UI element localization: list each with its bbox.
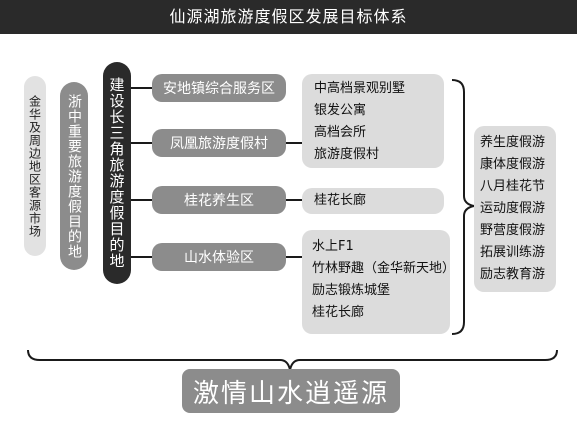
zone-box-2: 凤凰旅游度假村 bbox=[152, 129, 286, 157]
detail-item: 励志锻炼城堡 bbox=[312, 283, 391, 298]
market-pill: 金华及周边地区客源市场 bbox=[24, 76, 46, 256]
zone-label-1: 安地镇综合服务区 bbox=[163, 81, 275, 97]
right-brace bbox=[451, 79, 475, 335]
detail-item: 竹林野趣（金华新天地） bbox=[312, 261, 456, 276]
products-box: 养生度假游 康体度假游 八月桂花节 运动度假游 野营度假游 拓展训练游 励志教育… bbox=[474, 126, 556, 292]
detail-item: 旅游度假村 bbox=[314, 147, 380, 162]
product-item: 野营度假游 bbox=[480, 223, 546, 238]
detail-item: 桂花长廊 bbox=[312, 305, 365, 320]
yangtze-destination-label: 建设长三角旅游度假目的地 bbox=[107, 77, 126, 269]
diagram-title: 仙源湖旅游度假区发展目标体系 bbox=[0, 0, 577, 34]
bottom-brace bbox=[27, 349, 558, 371]
important-destination-label: 浙中重要旅游度假目的地 bbox=[66, 93, 82, 259]
zone-box-4: 山水体验区 bbox=[152, 243, 286, 271]
product-item: 养生度假游 bbox=[480, 135, 546, 150]
detail-box-2: 桂花长廊 bbox=[302, 188, 444, 214]
detail-box-1: 中高档景观别墅 银发公寓 高档会所 旅游度假村 bbox=[302, 74, 444, 168]
yangtze-destination-pill: 建设长三角旅游度假目的地 bbox=[103, 62, 131, 284]
product-item: 康体度假游 bbox=[480, 157, 546, 172]
detail-item: 高档会所 bbox=[314, 125, 367, 140]
slogan-box: 激情山水逍遥源 bbox=[182, 369, 400, 413]
detail-item: 银发公寓 bbox=[314, 103, 367, 118]
detail-box-3: 水上F1 竹林野趣（金华新天地） 励志锻炼城堡 桂花长廊 bbox=[302, 230, 456, 334]
important-destination-pill: 浙中重要旅游度假目的地 bbox=[60, 82, 88, 270]
product-item: 八月桂花节 bbox=[480, 179, 546, 194]
zone-box-3: 桂花养生区 bbox=[152, 186, 286, 214]
detail-item: 中高档景观别墅 bbox=[314, 81, 406, 96]
zone-label-3: 桂花养生区 bbox=[184, 193, 254, 209]
product-item: 运动度假游 bbox=[480, 201, 546, 216]
detail-item: 桂花长廊 bbox=[314, 193, 367, 208]
zone-label-2: 凤凰旅游度假村 bbox=[170, 136, 268, 152]
product-item: 励志教育游 bbox=[480, 267, 546, 282]
market-pill-label: 金华及周边地区客源市场 bbox=[27, 94, 42, 238]
product-item: 拓展训练游 bbox=[480, 245, 546, 260]
zone-label-4: 山水体验区 bbox=[184, 250, 254, 266]
zone-box-1: 安地镇综合服务区 bbox=[152, 74, 286, 102]
detail-item: 水上F1 bbox=[312, 239, 354, 254]
